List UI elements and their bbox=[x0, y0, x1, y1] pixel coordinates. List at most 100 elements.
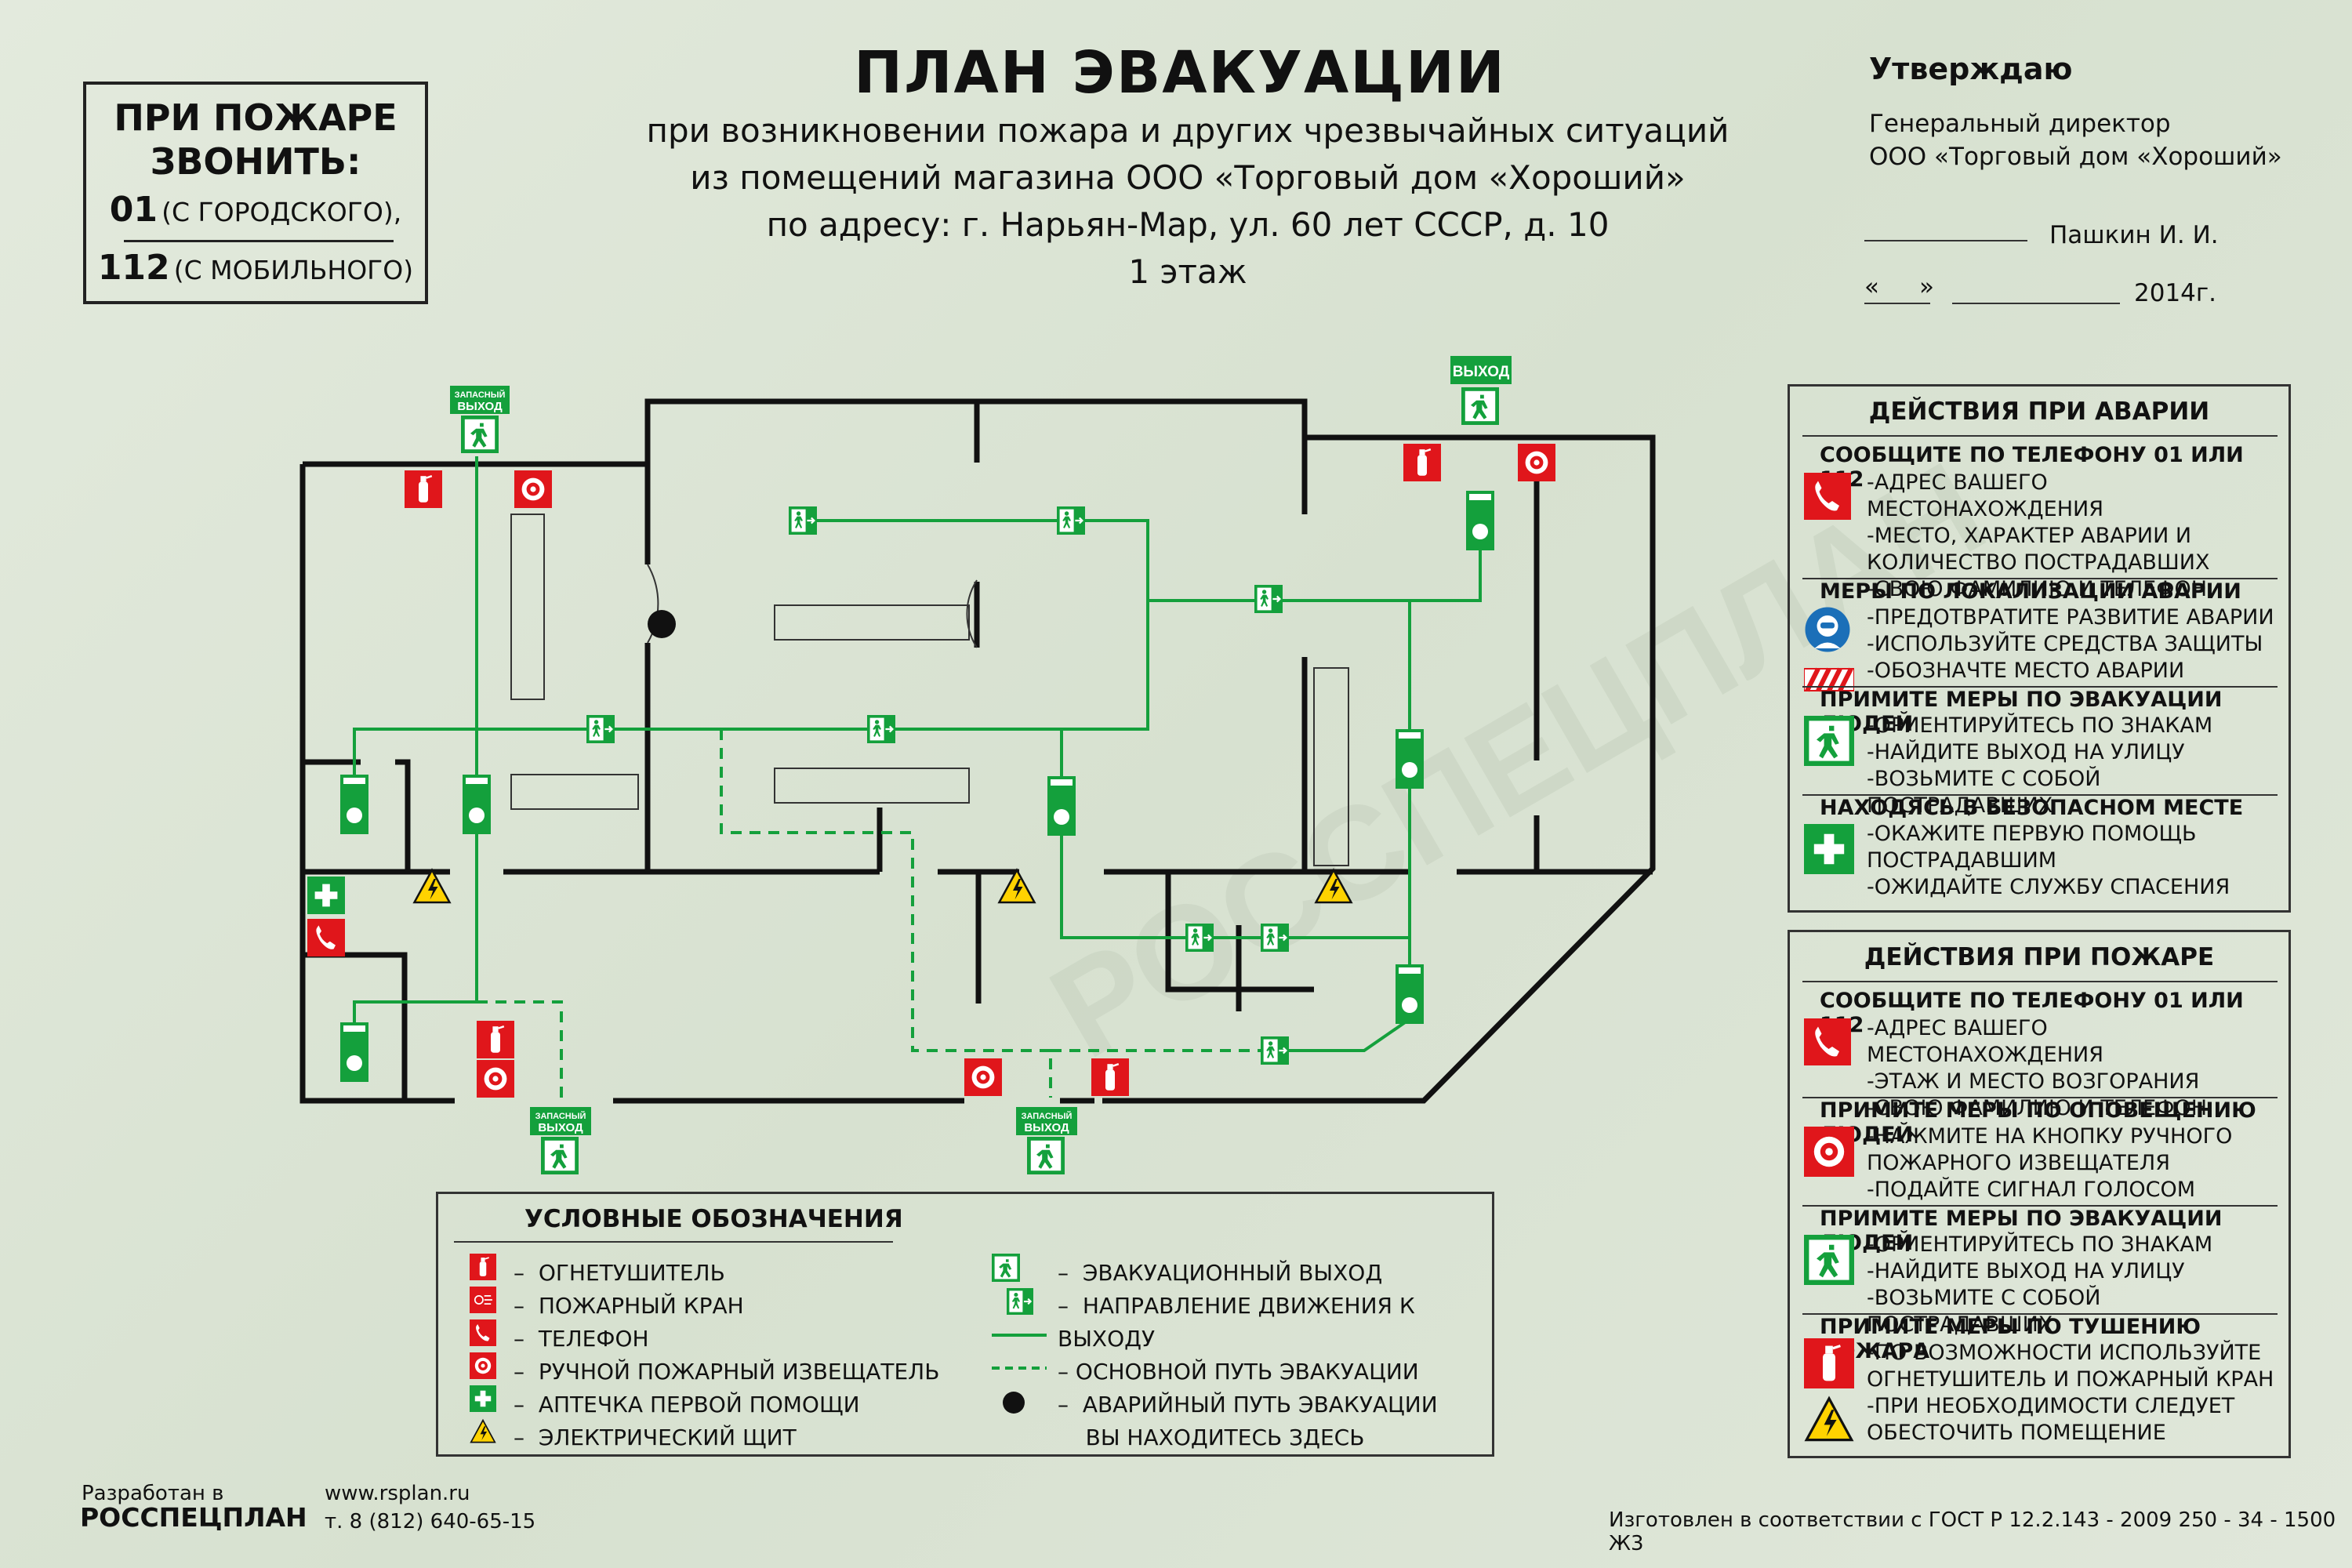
section-divider bbox=[1802, 1097, 2278, 1098]
action-line: ПОСТРАДАВШИМ bbox=[1867, 848, 2057, 873]
subtitle-line-2: из помещений магазина ООО «Торговый дом … bbox=[690, 158, 1686, 197]
action-line: -АДРЕС ВАШЕГО МЕСТОНАХОЖДЕНИЯ bbox=[1867, 470, 2103, 521]
legend-item-you-are-here: ВЫ НАХОДИТЕСЬ ЗДЕСЬ bbox=[1085, 1425, 1365, 1450]
fire-section-3-lines: -ОРИЕНТИРУЙТЕСЬ ПО ЗНАКАМ -НАЙДИТЕ ВЫХОД… bbox=[1867, 1232, 2288, 1338]
fire-extinguisher-icon bbox=[470, 1254, 496, 1280]
fire-title-divider bbox=[1802, 981, 2278, 982]
accident-section-2-head: МЕРЫ ПО ЛОКАЛИЗАЦИИ АВАРИИ bbox=[1820, 579, 2241, 604]
exit-direction-icon bbox=[1007, 1288, 1033, 1315]
action-line: -ЭТАЖ И МЕСТО ВОЗГОРАНИЯ bbox=[1867, 1069, 2200, 1094]
call-note-mobile: (С МОБИЛЬНОГО) bbox=[173, 255, 414, 285]
action-line: -АДРЕС ВАШЕГО МЕСТОНАХОЖДЕНИЯ bbox=[1867, 1016, 2103, 1067]
action-line: -НАЖМИТЕ НА КНОПКУ РУЧНОГО bbox=[1867, 1124, 2233, 1149]
footer-gost: Изготовлен в соответствии с ГОСТ Р 12.2.… bbox=[1609, 1508, 2336, 1555]
telephone-icon bbox=[1804, 1018, 1851, 1065]
approval-company: ООО «Торговый дом «Хороший» bbox=[1869, 143, 2282, 171]
call-note-city: (С ГОРОДСКОГО), bbox=[162, 197, 402, 227]
accident-section-3-lines: -ОРИЕНТИРУЙТЕСЬ ПО ЗНАКАМ -НАЙДИТЕ ВЫХОД… bbox=[1867, 713, 2288, 819]
emergency-call-box: ПРИ ПОЖАРЕ ЗВОНИТЬ: 01 (С ГОРОДСКОГО), 1… bbox=[83, 82, 428, 304]
main-evacuation-route bbox=[353, 456, 1482, 1058]
date-month-line bbox=[1952, 303, 2120, 304]
exit-icon bbox=[1804, 716, 1854, 766]
legend-item-hydrant: – ПОЖАРНЫЙ КРАН bbox=[514, 1293, 744, 1319]
fire-section-2-lines: -НАЖМИТЕ НА КНОПКУ РУЧНОГО ПОЖАРНОГО ИЗВ… bbox=[1867, 1123, 2232, 1203]
action-line: -ПО ВОЗМОЖНОСТИ ИСПОЛЬЗУЙТЕ bbox=[1867, 1341, 2262, 1365]
action-line: -ВОЗЬМИТЕ С СОБОЙ ПОСТРАДАВШИХ bbox=[1867, 767, 2101, 818]
action-line: -ПРЕДОТВРАТИТЕ РАЗВИТИЕ АВАРИИ bbox=[1867, 605, 2274, 630]
action-line: -МЕСТО, ХАРАКТЕР АВАРИИ И bbox=[1867, 524, 2192, 548]
telephone-icon bbox=[1804, 473, 1851, 520]
legend-item-exit: – ЭВАКУАЦИОННЫЙ ВЫХОД bbox=[1058, 1260, 1383, 1286]
call-line-mobile: 112 (С МОБИЛЬНОГО) bbox=[86, 248, 425, 288]
page-title: ПЛАН ЭВАКУАЦИИ bbox=[854, 39, 1506, 107]
fire-section-1-head: СООБЩИТЕ ПО ТЕЛЕФОНУ 01 ИЛИ 112 bbox=[1820, 989, 2244, 1037]
shelves bbox=[510, 514, 1349, 866]
spare-exit-label-bl-top: ЗАПАСНЫЙ bbox=[535, 1111, 586, 1121]
call-number-01: 01 bbox=[109, 190, 158, 230]
fire-section-4-lines: -ПО ВОЗМОЖНОСТИ ИСПОЛЬЗУЙТЕ ОГНЕТУШИТЕЛЬ… bbox=[1867, 1340, 2274, 1446]
fire-extinguisher-icon bbox=[1804, 1338, 1854, 1442]
section-divider bbox=[1802, 794, 2278, 796]
subtitle-line-1: при возникновении пожара и других чрезвы… bbox=[646, 111, 1730, 150]
accident-panel-title: ДЕЙСТВИЯ ПРИ АВАРИИ bbox=[1868, 397, 2210, 426]
exit-sign-bottom-left: ЗАПАСНЫЙ ВЫХОД bbox=[530, 1107, 591, 1174]
first-aid-icon bbox=[1804, 824, 1854, 874]
approval-title: Утверждаю bbox=[1869, 52, 2073, 86]
action-line: ПОЖАРНОГО ИЗВЕЩАТЕЛЯ bbox=[1867, 1151, 2170, 1175]
legend-item-telephone: – ТЕЛЕФОН bbox=[514, 1326, 649, 1352]
approval-name: Пашкин И. И. bbox=[2049, 221, 2219, 249]
exit-sign-top-left: ЗАПАСНЫЙ ВЫХОД bbox=[450, 386, 510, 453]
action-line: -ВОЗЬМИТЕ С СОБОЙ ПОСТРАДАВШИХ bbox=[1867, 1286, 2101, 1337]
legend-title: УСЛОВНЫЕ ОБОЗНАЧЕНИЯ bbox=[524, 1205, 903, 1233]
legend-right-list: – ЭВАКУАЦИОННЫЙ ВЫХОД – НАПРАВЛЕНИЕ ДВИЖ… bbox=[1058, 1257, 1492, 1454]
electric-panel-icon bbox=[1805, 1397, 1853, 1442]
exit-icon bbox=[1804, 1235, 1854, 1285]
direction-sign bbox=[1261, 924, 1289, 952]
exit-sign-top-right: ВЫХОД bbox=[1450, 356, 1512, 425]
exit-icon bbox=[992, 1254, 1020, 1282]
direction-sign bbox=[789, 506, 817, 535]
legend-item-exit-direction: – НАПРАВЛЕНИЕ ДВИЖЕНИЯ К ВЫХОДУ bbox=[1058, 1293, 1415, 1352]
action-line: -СВОЮ ФАМИЛИЮ И ТЕЛЕФОН bbox=[1867, 577, 2208, 601]
legend-right-icons bbox=[992, 1254, 1047, 1414]
accident-section-4-head: НАХОДЯСЬ В БЕЗОПАСНОМ МЕСТЕ bbox=[1820, 796, 2244, 820]
fire-section-3-head: ПРИМИТЕ МЕРЫ ПО ЭВАКУАЦИИ ЛЮДЕЙ bbox=[1820, 1207, 2223, 1255]
date-quote-close: » bbox=[1919, 273, 1934, 301]
action-line: -ОРИЕНТИРУЙТЕСЬ ПО ЗНАКАМ bbox=[1867, 1232, 2213, 1257]
spare-exit-label-bl-bottom: ВЫХОД bbox=[538, 1121, 583, 1134]
direction-sign bbox=[1261, 1036, 1289, 1065]
footer-website[interactable]: www.rsplan.ru bbox=[325, 1482, 470, 1505]
date-quote-open: « bbox=[1864, 273, 1879, 301]
spare-exit-label-top: ЗАПАСНЫЙ bbox=[455, 390, 506, 400]
action-line: -ПОДАЙТЕ СИГНАЛ ГОЛОСОМ bbox=[1867, 1178, 2196, 1202]
action-line: ОБЕСТОЧИТЬ ПОМЕЩЕНИЕ bbox=[1867, 1421, 2166, 1445]
door-arcs bbox=[647, 564, 978, 648]
action-line: -ОРИЕНТИРУЙТЕСЬ ПО ЗНАКАМ bbox=[1867, 713, 2213, 738]
section-divider bbox=[1802, 686, 2278, 688]
action-line: -ПРИ НЕОБХОДИМОСТИ СЛЕДУЕТ bbox=[1867, 1394, 2235, 1418]
section-divider bbox=[1802, 1205, 2278, 1207]
first-aid-icon bbox=[470, 1385, 496, 1412]
accident-title-divider bbox=[1802, 435, 2278, 437]
fire-section-1-lines: -АДРЕС ВАШЕГО МЕСТОНАХОЖДЕНИЯ -ЭТАЖ И МЕ… bbox=[1867, 1015, 2288, 1122]
direction-sign bbox=[867, 715, 895, 743]
legend-left-list: – ОГНЕТУШИТЕЛЬ – ПОЖАРНЫЙ КРАН – ТЕЛЕФОН… bbox=[514, 1257, 939, 1454]
legend-divider bbox=[454, 1241, 893, 1243]
you-are-here-dot bbox=[1003, 1392, 1025, 1414]
direction-sign bbox=[586, 715, 615, 743]
legend-item-emergency-route: – АВАРИЙНЫЙ ПУТЬ ЭВАКУАЦИИ bbox=[1058, 1392, 1438, 1417]
fire-panel-title: ДЕЙСТВИЯ ПРИ ПОЖАРЕ bbox=[1864, 943, 2215, 971]
direction-sign bbox=[1254, 585, 1283, 613]
legend-item-extinguisher: – ОГНЕТУШИТЕЛЬ bbox=[514, 1260, 725, 1286]
date-day-line bbox=[1864, 303, 1930, 304]
exit-sign-bottom-middle: ЗАПАСНЫЙ ВЫХОД bbox=[1016, 1107, 1077, 1174]
walls bbox=[299, 398, 1656, 1104]
accident-actions-panel: ДЕЙСТВИЯ ПРИ АВАРИИ СООБЩИТЕ ПО ТЕЛЕФОНУ… bbox=[1788, 384, 2291, 913]
approval-year: 2014г. bbox=[2134, 279, 2217, 307]
section-divider bbox=[1802, 578, 2278, 579]
accident-section-1-lines: -АДРЕС ВАШЕГО МЕСТОНАХОЖДЕНИЯ -МЕСТО, ХА… bbox=[1867, 470, 2288, 603]
fire-hydrant-icon bbox=[470, 1287, 496, 1313]
action-line: -НАЙДИТЕ ВЫХОД НА УЛИЦУ bbox=[1867, 1259, 2185, 1283]
call-line-city: 01 (С ГОРОДСКОГО), bbox=[86, 190, 425, 230]
